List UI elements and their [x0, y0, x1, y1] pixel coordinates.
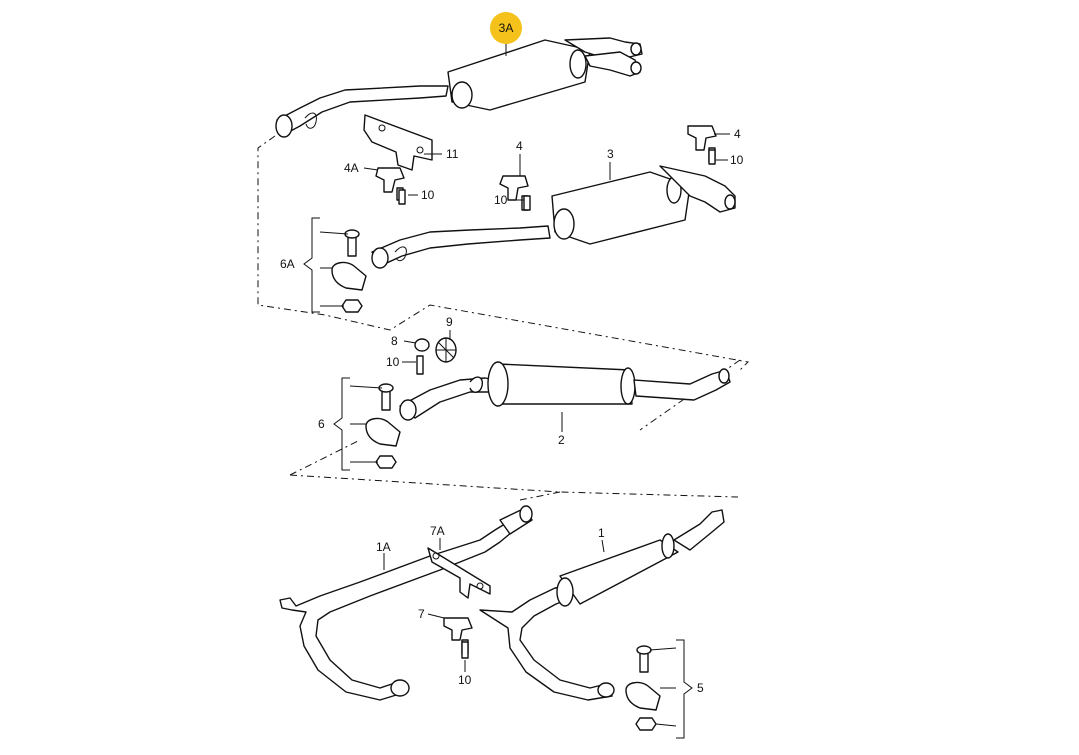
- label-8[interactable]: 8: [391, 334, 398, 348]
- part-labels: 3A 11 4A 10 4 3 4 10 10 6A 9 8 10 2 6 7A…: [280, 21, 744, 695]
- bolt-10-e: [461, 641, 469, 659]
- label-1[interactable]: 1: [598, 526, 605, 540]
- washer-8[interactable]: [414, 338, 430, 352]
- label-7a[interactable]: 7A: [430, 524, 445, 538]
- label-10-d[interactable]: 10: [386, 355, 400, 369]
- label-9[interactable]: 9: [446, 315, 453, 329]
- clamp-5[interactable]: [625, 645, 661, 731]
- leader-lines: [303, 40, 730, 739]
- label-10-c[interactable]: 10: [730, 153, 744, 167]
- label-4-right[interactable]: 4: [734, 127, 741, 141]
- label-11[interactable]: 11: [446, 147, 459, 161]
- front-pipe-1a[interactable]: [279, 505, 533, 701]
- bolt-10-a: [398, 189, 406, 205]
- label-4a[interactable]: 4A: [344, 161, 359, 175]
- label-10-e[interactable]: 10: [458, 673, 472, 687]
- label-1a[interactable]: 1A: [376, 540, 391, 554]
- label-4-left[interactable]: 4: [516, 139, 523, 153]
- label-3a[interactable]: 3A: [499, 21, 514, 35]
- label-6a[interactable]: 6A: [280, 257, 295, 271]
- bolt-10-group[interactable]: [398, 149, 716, 659]
- rear-silencer-3[interactable]: [371, 165, 736, 269]
- clamp-6[interactable]: [365, 383, 401, 469]
- bracket-7a[interactable]: [427, 547, 491, 599]
- label-10-a[interactable]: 10: [421, 188, 435, 202]
- centre-silencer-2[interactable]: [399, 361, 731, 421]
- rubber-mount-9[interactable]: [435, 337, 457, 363]
- front-silencer-1[interactable]: [479, 509, 725, 701]
- label-3[interactable]: 3: [607, 147, 614, 161]
- label-5[interactable]: 5: [697, 681, 704, 695]
- clamp-6a[interactable]: [331, 229, 367, 313]
- label-2[interactable]: 2: [558, 433, 565, 447]
- highlight-marker-3a[interactable]: [490, 12, 522, 44]
- label-7[interactable]: 7: [418, 607, 425, 621]
- bolt-10-c: [708, 149, 716, 165]
- rear-silencer-3a[interactable]: [275, 37, 643, 138]
- bolt-10-d: [416, 355, 424, 375]
- bracket-11[interactable]: [363, 114, 433, 171]
- label-6[interactable]: 6: [318, 417, 325, 431]
- label-10-b[interactable]: 10: [494, 193, 508, 207]
- bolt-10-b: [523, 195, 531, 211]
